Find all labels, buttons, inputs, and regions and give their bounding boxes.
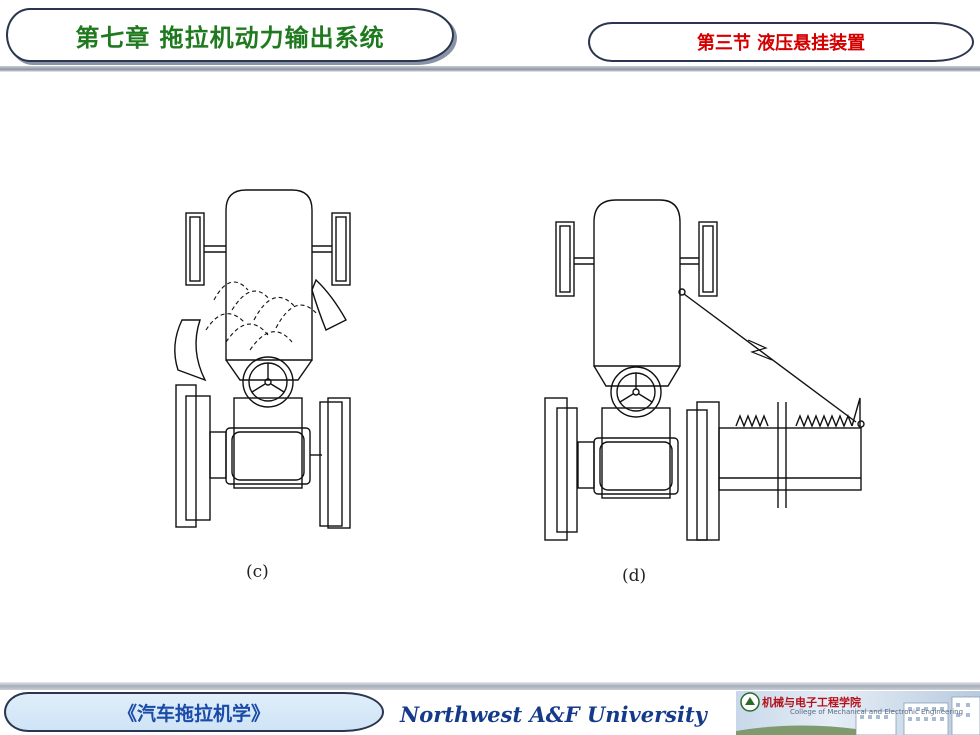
college-banner: 机械与电子工程学院 College of Mechanical and Elec…: [736, 691, 980, 735]
tractor-drawing-d: [544, 199, 865, 541]
section-title-box: 第三节 液压悬挂装置: [588, 22, 974, 62]
footer-divider: [0, 682, 980, 690]
figure-caption-c: (c): [246, 562, 269, 582]
chapter-title-box: 第七章 拖拉机动力输出系统: [6, 8, 454, 62]
tractor-figure: [174, 189, 865, 541]
chapter-title: 第七章 拖拉机动力输出系统: [75, 23, 385, 52]
college-banner-subtext: College of Mechanical and Electronic Eng…: [790, 708, 964, 716]
course-title-box: 《汽车拖拉机学》: [4, 692, 384, 732]
college-banner-text: 机械与电子工程学院: [762, 696, 861, 709]
university-name: Northwest A&F University: [400, 702, 707, 727]
section-title: 第三节 液压悬挂装置: [696, 33, 866, 54]
college-banner-image: [736, 692, 980, 735]
header-divider: [0, 66, 980, 72]
course-title: 《汽车拖拉机学》: [117, 702, 270, 725]
tractor-drawing-c: [174, 189, 351, 529]
figure-caption-d: (d): [622, 566, 647, 586]
